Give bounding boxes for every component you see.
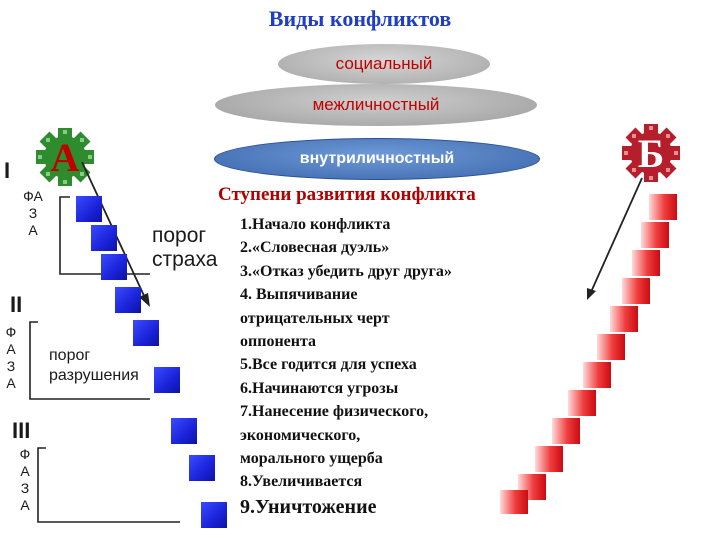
steps-list: 1.Начало конфликта 2.«Словесная дуэль» 3… [240, 213, 452, 519]
phase-1-letters-2: З [28, 205, 38, 221]
stair-b-6 [597, 334, 625, 360]
stair-b-12 [500, 490, 528, 514]
step-line-2: 2.«Словесная дуэль» [240, 239, 390, 257]
stair-a-4 [115, 287, 141, 313]
badge-a-icon: А [36, 128, 94, 186]
type-interpersonal: межличностный [215, 84, 537, 126]
type-social-label: социальный [335, 54, 433, 73]
step-line-12: 8.Увеличивается [240, 473, 363, 491]
threshold-fear: порог страха [152, 224, 217, 272]
phase-2-letter-2: А [6, 341, 16, 357]
stair-a-3 [101, 254, 127, 280]
step-line-10: экономического, [240, 426, 361, 444]
threshold-ruin-line-2: разрушения [49, 367, 139, 384]
step-line-6: оппонента [240, 333, 317, 351]
stair-a-5 [133, 320, 159, 346]
phase-2-word: Ф А З А [4, 324, 18, 392]
stairs-b [500, 194, 677, 514]
threshold-ruin-line-1: порог [49, 347, 91, 364]
steps-title: Ступени развития конфликта [218, 184, 476, 205]
stair-b-10 [535, 446, 563, 472]
type-intrapersonal-label: внутриличностный [299, 150, 455, 167]
phase-2-letter-3: З [6, 358, 16, 374]
phase-2-letter-1: Ф [5, 324, 17, 340]
step-line-5: отрицательных черт [240, 309, 390, 327]
arrow-b-head [587, 288, 596, 300]
threshold-fear-line-1: порог [152, 224, 207, 247]
phase-3-bracket [37, 447, 180, 523]
type-social: социальный [278, 44, 490, 84]
threshold-fear-line-2: страха [152, 248, 218, 271]
stair-a-1 [76, 196, 102, 222]
type-intrapersonal: внутриличностный [214, 138, 540, 180]
arrow-icon [139, 293, 150, 307]
phase-3-letter-1: Ф [19, 446, 31, 462]
stair-a-2 [91, 225, 117, 251]
phase-2-number: II [10, 292, 23, 317]
phase-3-letter-2: А [20, 463, 30, 479]
badge-b-shape [622, 124, 680, 182]
phase-3-number: III [12, 418, 31, 443]
step-line-13: 9.Уничтожение [240, 495, 377, 518]
stair-b-2 [641, 222, 669, 248]
phase-1-letters-1: ФА [23, 188, 43, 204]
step-line-1: 1.Начало конфликта [240, 216, 391, 233]
stair-a-7 [171, 418, 197, 444]
step-line-9: 7.Нанесение физического, [240, 403, 429, 421]
phase-3-letter-4: А [20, 497, 30, 513]
phase-2-bracket [29, 321, 48, 400]
stair-b-3 [632, 250, 660, 276]
phase-1-word: ФА З А [20, 188, 46, 239]
badge-a-shape [36, 128, 94, 186]
phase-2-letter-4: А [6, 375, 16, 391]
stair-b-5 [610, 306, 638, 332]
phase-1-letters-3: А [28, 222, 38, 238]
step-line-4: 4. Выпячивание [240, 286, 358, 304]
badge-b-icon: Б [622, 124, 680, 182]
page-title: Виды конфликтов [268, 6, 452, 31]
step-line-3: 3.«Отказ убедить друг друга» [240, 262, 452, 280]
step-line-11: морального ущерба [240, 450, 383, 468]
badge-b-letter: Б [637, 130, 665, 176]
badge-a-letter: А [50, 134, 80, 180]
stair-b-1 [649, 194, 677, 220]
stair-a-6 [154, 367, 180, 393]
stair-b-9 [552, 418, 580, 444]
phase-1-number: I [4, 158, 11, 183]
stair-a-9 [201, 502, 227, 528]
stair-b-4 [622, 278, 650, 304]
stair-b-8 [568, 390, 596, 416]
step-line-8: 6.Начинаются угрозы [240, 379, 399, 397]
threshold-ruin: порог разрушения [49, 346, 139, 386]
stair-a-8 [189, 455, 215, 481]
step-line-7: 5.Все годится для успеха [240, 356, 417, 374]
arrow-b-line [590, 177, 643, 293]
type-interpersonal-label: межличностный [312, 95, 440, 114]
phase-3-letter-3: З [20, 480, 30, 496]
stair-b-7 [583, 362, 611, 388]
phase-3-word: Ф А З А [18, 446, 32, 514]
